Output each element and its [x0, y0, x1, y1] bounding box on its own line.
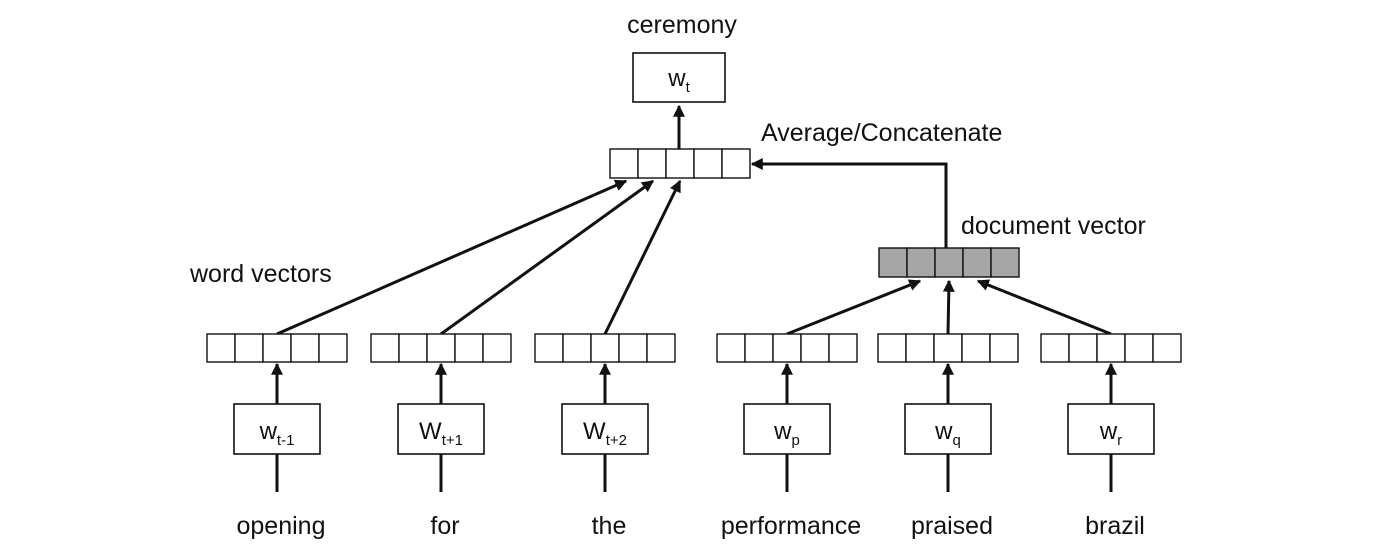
input-symbol: wr: [1099, 418, 1122, 449]
column-praised: wq praised: [877, 333, 1019, 540]
document-vector-cell: [962, 247, 992, 278]
input-vector-cell: [905, 333, 935, 363]
vector-to-document-arrow: [942, 279, 955, 335]
vector-to-combined-arrow: [276, 179, 628, 336]
input-vector-cell: [1096, 333, 1126, 363]
input-vector-cell: [961, 333, 991, 363]
input-box: [904, 403, 992, 455]
column-the: Wt+2 the: [534, 333, 676, 540]
input-word-label: performance: [721, 512, 861, 540]
input-symbol: Wt+2: [583, 418, 627, 449]
input-vector-cell: [370, 333, 400, 363]
input-word-label: praised: [911, 512, 993, 540]
output-symbol: w: [667, 65, 686, 92]
edges: [276, 104, 1112, 336]
input-vector-cell: [828, 333, 858, 363]
combined-vector-cell: [721, 148, 751, 179]
input-vector-cell: [1152, 333, 1182, 363]
combined-vector-cell: [665, 148, 695, 179]
input-box: [397, 403, 485, 455]
input-vector-cell: [398, 333, 428, 363]
input-vector-cell: [454, 333, 484, 363]
input-vector-cell: [534, 333, 564, 363]
vector-to-document-arrow: [976, 279, 1112, 336]
input-vector-cell: [744, 333, 774, 363]
input-symbol-letter: W: [583, 418, 606, 445]
column-performance: wp performance: [716, 333, 861, 540]
column-for: Wt+1 for: [370, 333, 512, 540]
input-symbol: wq: [934, 418, 961, 449]
input-symbol-letter: w: [773, 418, 792, 445]
input-vector-cell: [646, 333, 676, 363]
input-symbol-letter: w: [934, 418, 953, 445]
input-word-label: brazil: [1085, 512, 1145, 540]
document-vector-cell: [990, 247, 1020, 278]
combined-vector-cell: [637, 148, 667, 179]
input-subscript: t+2: [606, 432, 627, 449]
input-vector-cell: [590, 333, 620, 363]
input-vector-cell: [482, 333, 512, 363]
input-word-label: for: [430, 512, 459, 540]
document-vector: [878, 247, 1020, 278]
input-symbol-letter: w: [1099, 418, 1118, 445]
input-vector-cell: [318, 333, 348, 363]
input-symbol: Wt+1: [419, 418, 463, 449]
vector-to-document-arrow: [786, 279, 922, 336]
input-word-label: the: [592, 512, 627, 540]
input-subscript: p: [792, 432, 800, 449]
input-vector-cell: [426, 333, 456, 363]
input-symbol-letter: w: [259, 418, 278, 445]
word-vectors-label: word vectors: [189, 260, 332, 288]
input-subscript: q: [953, 432, 961, 449]
input-vector-cell: [1068, 333, 1098, 363]
input-vector-cell: [262, 333, 292, 363]
output-word-box: wt: [632, 52, 726, 103]
document-vector-label: document vector: [961, 212, 1146, 240]
input-vector-cell: [989, 333, 1019, 363]
input-vector-cell: [1040, 333, 1070, 363]
document-vector-cell: [878, 247, 908, 278]
input-subscript: t+1: [442, 432, 463, 449]
input-vector-cell: [772, 333, 802, 363]
output-word-label: ceremony: [627, 11, 737, 39]
combined-vector-cell: [693, 148, 723, 179]
output-subscript: t: [686, 79, 691, 96]
input-columns: wt-1openingWt+1forWt+2thewpperformancewq…: [206, 333, 1182, 540]
input-subscript: t-1: [277, 432, 295, 449]
input-box: [743, 403, 831, 455]
input-vector-cell: [290, 333, 320, 363]
column-brazil: wr brazil: [1040, 333, 1182, 540]
column-opening: wt-1 opening: [206, 333, 348, 540]
document-vector-cell: [906, 247, 936, 278]
input-vector-cell: [562, 333, 592, 363]
input-vector-cell: [1124, 333, 1154, 363]
input-vector-cell: [206, 333, 236, 363]
input-symbol: wt-1: [259, 418, 295, 449]
combined-vector-cell: [609, 148, 639, 179]
vector-to-combined-arrow: [440, 179, 654, 336]
input-vector-cell: [716, 333, 746, 363]
input-symbol: wp: [773, 418, 800, 449]
input-symbol-letter: W: [419, 418, 442, 445]
input-vector-cell: [234, 333, 264, 363]
input-vector-cell: [618, 333, 648, 363]
combined-vector: [609, 148, 751, 179]
input-vector-cell: [877, 333, 907, 363]
vector-to-combined-arrow: [603, 179, 682, 335]
input-word-label: opening: [237, 512, 326, 540]
input-subscript: r: [1117, 432, 1122, 449]
input-vector-cell: [933, 333, 963, 363]
input-vector-cell: [800, 333, 830, 363]
document-vector-cell: [934, 247, 964, 278]
svg-text:wt: wt: [667, 65, 690, 96]
combine-label: Average/Concatenate: [761, 119, 1002, 147]
document-to-combined-arrow: [750, 158, 948, 248]
